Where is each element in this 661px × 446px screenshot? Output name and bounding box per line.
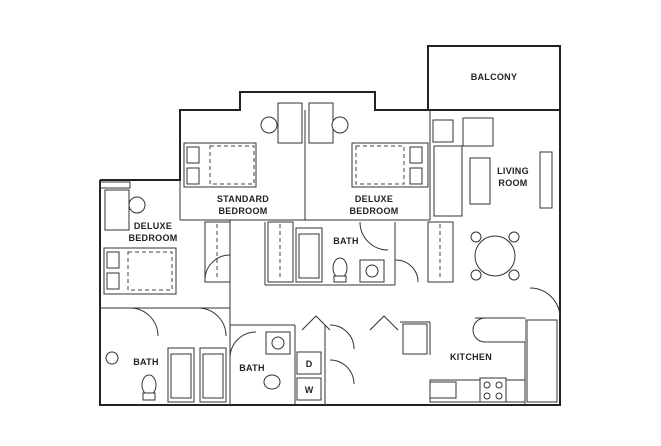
sofa-icon [433, 145, 463, 217]
label-standard-bedroom-2: BEDROOM [218, 206, 267, 216]
interior-walls [100, 110, 526, 405]
label-living-1: LIVING [497, 166, 529, 176]
kitchen-fixtures [402, 317, 558, 403]
bath-fixtures [105, 227, 385, 403]
kitchen-sink-icon [429, 381, 457, 399]
fridge-icon [526, 319, 558, 403]
label-bath-center: BATH [333, 236, 359, 246]
label-kitchen: KITCHEN [450, 352, 492, 362]
desks [104, 102, 349, 231]
chair-icon [331, 116, 349, 134]
outer-walls [99, 45, 561, 406]
label-standard-bedroom-1: STANDARD [217, 194, 269, 204]
island [472, 317, 525, 343]
toilet-icon [141, 374, 157, 396]
stove-icon [479, 377, 507, 403]
label-living-2: ROOM [498, 178, 527, 188]
label-balcony: BALCONY [471, 72, 518, 82]
label-bath-left: BATH [133, 357, 159, 367]
living-furniture [432, 117, 553, 281]
dryer-icon [296, 351, 322, 375]
armchair-icon [462, 117, 494, 147]
sink-icon [105, 351, 119, 365]
beds [103, 142, 429, 295]
label-bath-mid: BATH [239, 363, 265, 373]
chair-icon [128, 196, 146, 214]
closets [99, 181, 454, 283]
washer-icon [296, 377, 322, 401]
toilet-icon [332, 257, 348, 279]
washer-label: W [305, 385, 314, 395]
room-labels: BALCONY LIVING ROOM STANDARD BEDROOM DEL… [128, 72, 528, 373]
label-deluxe-bedroom-center-2: BEDROOM [349, 206, 398, 216]
label-deluxe-bedroom-left-2: BEDROOM [128, 233, 177, 243]
chair-icon [260, 116, 278, 134]
laundry: D W [296, 351, 322, 401]
toilet-icon [263, 374, 281, 390]
label-deluxe-bedroom-center-1: DELUXE [355, 194, 393, 204]
label-deluxe-bedroom-left-1: DELUXE [134, 221, 172, 231]
dryer-label: D [306, 359, 313, 369]
doors [129, 221, 561, 385]
dining-table-icon [474, 235, 516, 277]
